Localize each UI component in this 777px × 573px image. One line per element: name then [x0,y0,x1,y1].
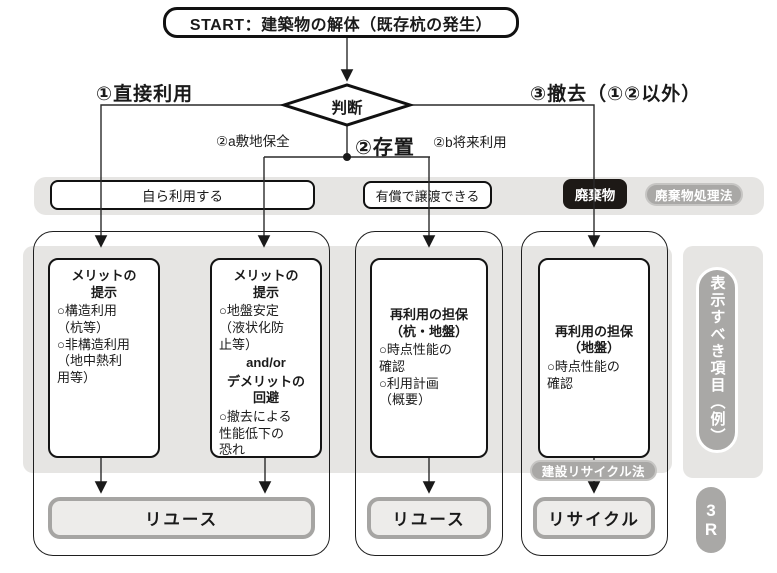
branch-label-site-preservation: ②a敷地保全 [216,134,290,149]
display-items-label: 表示すべき項目（例） [708,275,726,445]
node-self-use: 自ら利用する [50,180,315,210]
result-reuse-direct-label: リユース [144,511,219,529]
column2-title: メリットの 提示 [233,268,299,300]
waste-disposal-law-pill: 廃棄物処理法 [645,183,743,206]
node-waste: 廃棄物 [563,179,627,209]
column-reuse-guarantee-pile: 再利用の担保 （杭・地盤） ○時点性能の 確認 ○利用計画 （概要） [370,258,488,458]
column-merit-demerit: メリットの 提示 ○地盤安定 （液状化防 止等） and/or デメリットの 回… [210,258,322,458]
three-r-label: 3R [701,501,721,539]
display-items-pill: 表示すべき項目（例） [696,267,738,453]
start-node: START：建築物の解体（既存杭の発生） [163,7,519,38]
waste-disposal-law-label: 廃棄物処理法 [654,189,733,203]
construction-recycle-law-pill: 建設リサイクル法 [530,460,657,481]
branch-label-direct-use: ①直接利用 [96,84,194,105]
column-reuse-guarantee-ground: 再利用の担保 （地盤） ○時点性能の 確認 [538,258,650,458]
construction-recycle-law-label: 建設リサイクル法 [541,465,646,479]
column2-item: ○地盤安定 （液状化防 止等） [219,303,285,352]
result-recycle: リサイクル [533,497,655,539]
three-r-pill: 3R [696,487,726,553]
result-reuse-direct: リユース [48,497,315,539]
column2-item: ○撤去による 性能低下の 恐れ [219,409,292,458]
column4-item: ○時点性能の 確認 [547,359,620,391]
column4-title: 再利用の担保 （地盤） [554,323,633,356]
start-label: START：建築物の解体（既存杭の発生） [189,16,493,34]
node-waste-label: 廃棄物 [574,188,616,203]
column2-title2: デメリットの 回避 [226,373,305,406]
column1-item: ○構造利用 （杭等） [57,303,117,335]
column3-item: ○時点性能の 確認 [379,342,452,374]
column2-connector: and/or [246,355,286,371]
node-paid-transfer-label: 有償で譲渡できる [375,188,480,204]
decision-label: 判断 [331,100,363,117]
result-reuse-leave-label: リユース [392,511,466,529]
result-recycle-label: リサイクル [548,511,640,529]
node-paid-transfer: 有償で譲渡できる [363,181,492,209]
result-reuse-leave: リユース [367,497,491,539]
column1-item: ○非構造利用 （地中熱利 用等） [57,336,130,385]
branch-label-removal: ③撤去（①②以外） [530,84,702,105]
column1-title: メリットの 提示 [71,268,137,300]
column3-title: 再利用の担保 （杭・地盤） [389,307,468,339]
column3-item: ○利用計画 （概要） [379,375,439,408]
node-self-use-label: 自ら利用する [142,189,223,204]
branch-label-leave-in-place: ②存置 [355,137,415,159]
branch-label-future-use: ②b将来利用 [433,135,507,150]
column-merit-direct: メリットの 提示 ○構造利用 （杭等） ○非構造利用 （地中熱利 用等） [48,258,160,458]
